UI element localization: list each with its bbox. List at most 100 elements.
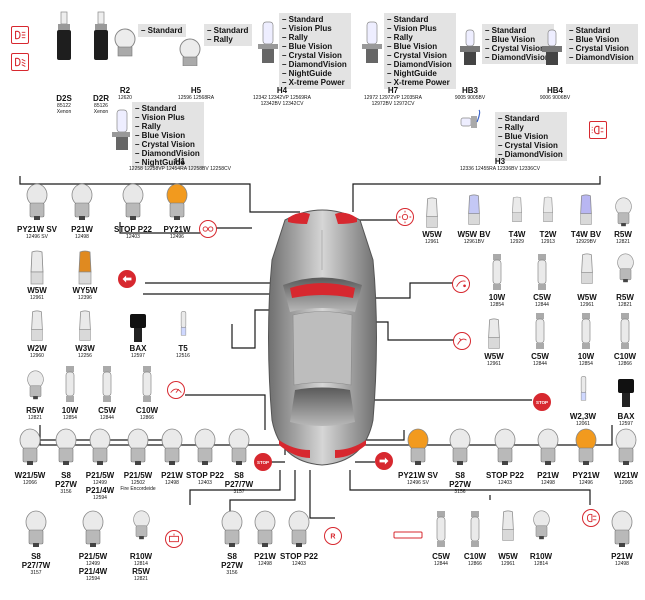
bulb-name: C10W — [613, 352, 637, 361]
bulb-wy5w — [73, 250, 97, 293]
bulb-10w — [485, 253, 509, 296]
bulb-code: 12498 — [165, 480, 179, 486]
bulb-bax — [126, 310, 150, 353]
bulb-name: W5W — [498, 552, 518, 561]
bulb-code: 12821 — [28, 415, 42, 421]
bulb-p21w — [610, 510, 634, 553]
bulb-p21w — [536, 428, 560, 471]
bulb-name: T4W — [508, 230, 526, 239]
tag-hb3: StandardBlue VisionCrystal VisionDiamond… — [482, 24, 554, 64]
parking-light-icon — [199, 220, 217, 238]
bulb-code: 12396 — [78, 295, 92, 301]
tag-h5: StandardRally — [204, 24, 253, 46]
headlamp-type: H7 — [387, 86, 399, 95]
bulb-code: P27/7W — [224, 480, 254, 489]
bulb-code: 12814 — [534, 561, 548, 567]
bulb-name: T5 — [178, 344, 188, 353]
bulb-name: R5W — [616, 293, 634, 302]
bulb-name: STOP P22 — [186, 471, 224, 480]
bulb-name: STOP P22 — [114, 225, 152, 234]
fog-lamp-icon — [589, 121, 607, 139]
bulb-name: P21/5W — [123, 471, 153, 480]
bulb-w5w — [497, 510, 519, 549]
bulb-code: 12496 — [579, 480, 593, 486]
bulb-py21w — [574, 428, 598, 471]
bulb-extra: P21/4W — [78, 567, 108, 576]
bulb-w5w — [576, 253, 598, 292]
bulb-name: R10W — [529, 552, 553, 561]
bulb-extra: 3156 — [454, 489, 466, 495]
headlamp-type: H3 — [494, 157, 506, 166]
bulb-w2w — [26, 310, 48, 349]
bulb-code: 12821 — [616, 239, 630, 245]
bulb-r10w — [132, 510, 151, 545]
headlamp-type: D2S — [56, 94, 72, 103]
bulb-name: C10W — [135, 406, 159, 415]
headlamp-code: 12336 12455RA 12336BV 12336CV — [459, 166, 541, 172]
bulb-extra2: 12594 — [93, 495, 107, 501]
reverse-light-icon: R — [324, 527, 342, 545]
dashboard-light-icon — [167, 381, 185, 399]
headlamp-code: 9006 9006BV — [539, 95, 571, 101]
tag-h7: StandardVision PlusRallyBlue VisionCryst… — [384, 13, 456, 89]
bulb-t2w — [539, 196, 557, 230]
bulb-name: P21W — [537, 471, 559, 480]
headlamp-bulb-hb4 — [541, 28, 563, 71]
svg-text:R: R — [330, 533, 335, 541]
bulb-code: 12498 — [615, 561, 629, 567]
turn-signal-icon — [118, 270, 136, 288]
bulb-code: 12597 — [131, 353, 145, 359]
bulb-extra: 3157 — [233, 489, 245, 495]
bulb-name: S8 — [234, 471, 244, 480]
bulb-name: R10W — [129, 552, 153, 561]
headlamp-code: 12972 12972VP 12035RA — [363, 95, 423, 101]
bulb-name: S8 — [455, 471, 465, 480]
bulb-stop-p22 — [121, 183, 145, 226]
bulb-name: W21W — [614, 471, 638, 480]
bulb-code: 12854 — [63, 415, 77, 421]
bulb-s8 — [448, 428, 472, 471]
bulb-p21-5w — [81, 510, 105, 553]
bulb-code: P27W — [449, 480, 471, 489]
headlamp-type: H1 — [174, 157, 186, 166]
car-top-view — [255, 200, 390, 470]
bulb-name: S8 — [61, 471, 71, 480]
bulb-name: C5W — [98, 406, 116, 415]
bulb-name: W5W — [422, 230, 442, 239]
headlamp-type: HB3 — [461, 86, 478, 95]
bulb-code: 12844 — [100, 415, 114, 421]
bulb-code: 12929BV — [575, 239, 597, 245]
bulb-code: 12496 SV — [407, 480, 429, 486]
bulb-name: STOP P22 — [280, 552, 318, 561]
headlamp-bulb-d2r — [92, 10, 110, 71]
bulb-code: 12403 — [498, 480, 512, 486]
bulb-code: P27W — [55, 480, 77, 489]
headlamp-bulb-h3 — [459, 108, 481, 153]
headlamp-code: 12620 — [118, 95, 132, 101]
bulb-code: 12516 — [176, 353, 190, 359]
bulb-w5w — [25, 250, 49, 293]
bulb-name: PY21W — [163, 225, 191, 234]
